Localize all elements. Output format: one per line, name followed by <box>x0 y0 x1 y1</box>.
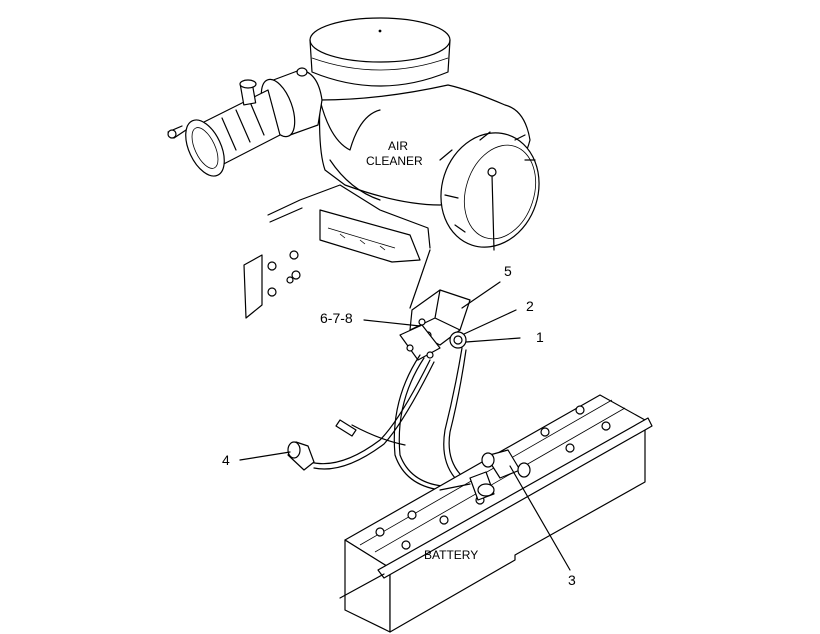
callout-6-7-8: 6-7-8 <box>320 310 353 326</box>
air-cleaner-label-line1: AIR <box>388 139 408 153</box>
leader-4 <box>239 451 291 461</box>
leader-2 <box>463 309 517 335</box>
air-cleaner-label-line2: CLEANER <box>366 154 423 168</box>
battery-label: BATTERY <box>424 548 478 562</box>
callout-3: 3 <box>568 572 576 588</box>
callout-2: 2 <box>526 298 534 314</box>
leader-6-7-8 <box>363 319 421 327</box>
cable-4 <box>309 359 431 465</box>
leader-5 <box>461 281 501 309</box>
callout-5: 5 <box>504 263 512 279</box>
air-cleaner-assembly <box>167 17 540 251</box>
inlet-hose-end <box>185 119 225 177</box>
leader-1 <box>465 337 521 343</box>
mounting-bracket <box>243 184 431 319</box>
air-cleaner-cap-top <box>309 17 451 63</box>
battery-assembly <box>339 394 653 633</box>
leader-3 <box>509 465 571 571</box>
callout-1: 1 <box>536 329 544 345</box>
cables <box>287 347 467 491</box>
callout-4: 4 <box>222 452 230 468</box>
leader-lines <box>239 281 571 571</box>
air-cleaner-cap-band <box>309 39 451 87</box>
side-plate <box>243 254 263 319</box>
air-cleaner-end-cover <box>440 132 540 248</box>
relay-assembly <box>399 249 471 361</box>
